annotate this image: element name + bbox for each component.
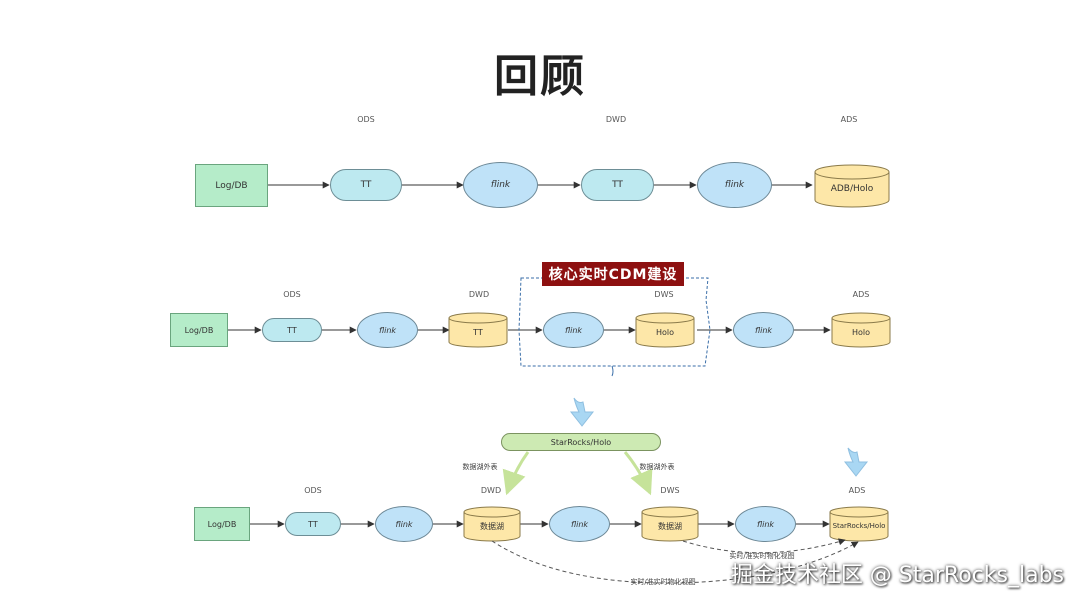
row2-layer-ods: ODS	[283, 290, 301, 299]
row3-layer-dwd: DWD	[480, 486, 502, 495]
row3-dws-lake-label: 数据湖	[658, 521, 682, 531]
row3-layer-ods: ODS	[304, 486, 322, 495]
row1-tt-queue: TT	[330, 169, 402, 201]
row2-layer-dwd: DWD	[468, 290, 490, 299]
row3-source-logdb: Log/DB	[194, 507, 250, 541]
materialized-view-curves	[491, 538, 859, 584]
cdm-region-tail	[611, 365, 614, 377]
row2-layer-ads: ADS	[852, 290, 870, 299]
external-table-arrows	[502, 451, 653, 496]
row2-source-logdb: Log/DB	[170, 313, 228, 347]
down-arrow-icon	[569, 397, 595, 427]
row2-tt-queue: TT	[262, 318, 322, 342]
row2-tt-storage-label: TT	[473, 327, 483, 337]
row2-flink-compute-2: flink	[543, 312, 604, 348]
row3-flink-compute-2: flink	[549, 506, 610, 542]
row3-external-table-label-right: 数据湖外表	[639, 463, 675, 471]
row1-layer-ads: ADS	[840, 115, 858, 124]
row3-external-starrocks-holo: StarRocks/Holo	[501, 433, 661, 451]
row1-layer-dwd: DWD	[605, 115, 627, 124]
row3-dws-lake-cylinder	[641, 506, 699, 542]
row3-flink-compute-3: flink	[735, 506, 796, 542]
row3-layer-ads: ADS	[848, 486, 866, 495]
row3-flink-compute: flink	[375, 506, 433, 542]
row3-dwd-lake-label: 数据湖	[480, 521, 504, 531]
row2-dws-holo-cylinder	[635, 312, 695, 348]
row1-adb-holo-cylinder	[814, 164, 890, 208]
row3-mv-label-upper: 实时/准实时物化视图	[729, 552, 795, 560]
page-title: 回顾	[494, 51, 586, 102]
row1-layer-ods: ODS	[357, 115, 375, 124]
row3-ads-starrocks-cylinder	[829, 506, 889, 542]
row1-adb-holo-label: ADB/Holo	[830, 184, 874, 194]
row3-tt-queue: TT	[285, 512, 341, 536]
row1-flink-compute: flink	[463, 162, 538, 208]
ads-down-arrow-icon	[843, 447, 869, 477]
cdm-highlight-region	[518, 277, 711, 367]
row3-ads-starrocks-label: StarRocks/Holo	[832, 522, 886, 530]
row2-ads-holo-label: Holo	[851, 327, 871, 337]
row2-ads-holo-cylinder	[831, 312, 891, 348]
row2-tt-cylinder	[448, 312, 508, 348]
row2-dws-holo-label: Holo	[655, 327, 675, 337]
row1-source-logdb: Log/DB	[195, 164, 268, 207]
row3-mv-label-lower: 实时/准实时物化视图	[630, 578, 696, 586]
row2-flink-compute: flink	[357, 312, 418, 348]
watermark: 掘金技术社区 @ StarRocks_labs	[730, 563, 1064, 588]
row2-flink-compute-3: flink	[733, 312, 794, 348]
row3-external-table-label-left: 数据湖外表	[462, 463, 498, 471]
row2-layer-dws: DWS	[654, 290, 674, 299]
row1-flink-compute-2: flink	[697, 162, 772, 208]
row3-layer-dws: DWS	[660, 486, 680, 495]
row1-tt-queue-2: TT	[581, 169, 654, 201]
cdm-banner: 核心实时CDM建设	[542, 262, 684, 286]
